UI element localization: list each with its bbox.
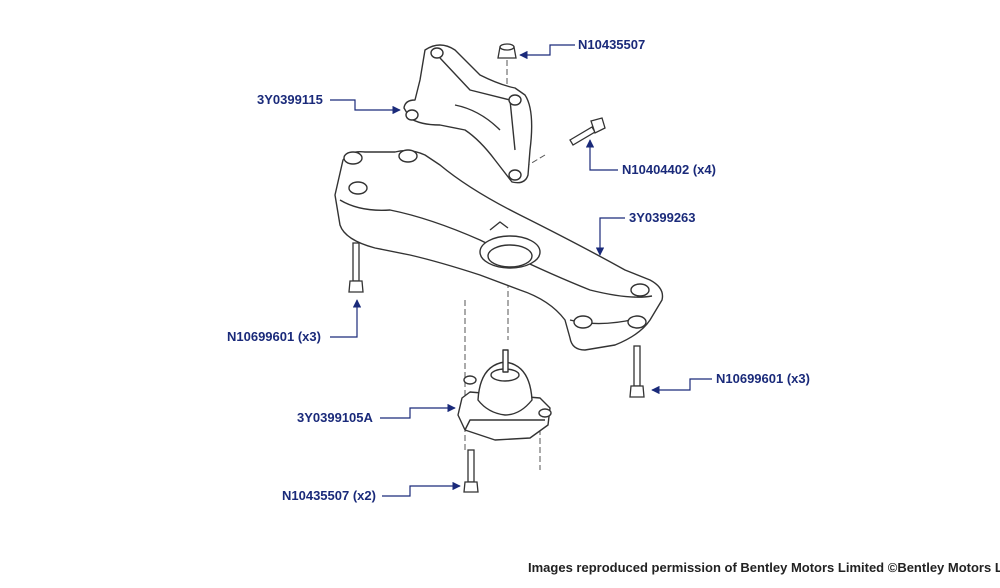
top-nut-part [497, 43, 517, 59]
callout-crossmember[interactable]: 3Y0399263 [629, 210, 696, 225]
callout-top-nut[interactable]: N10435507 [578, 37, 646, 52]
callout-bracket-bolt[interactable]: N10404402 (x4) [622, 162, 716, 177]
callout-bracket[interactable]: 3Y0399115 [257, 92, 323, 107]
left-bolt-part [348, 242, 364, 293]
bottom-bolt-part [463, 449, 479, 493]
callout-right-bolt[interactable]: N10699601 (x3) [716, 371, 810, 386]
crossmember-part [334, 149, 664, 351]
leader-lines [330, 44, 712, 497]
copyright-credit: Images reproduced permission of Bentley … [528, 560, 1000, 575]
engine-mount-part [457, 349, 552, 441]
bracket-bolt-part [569, 117, 606, 146]
callout-left-bolt[interactable]: N10699601 (x3) [227, 329, 321, 344]
bracket-part [403, 44, 533, 184]
callout-mount[interactable]: 3Y0399105A [297, 410, 373, 425]
right-bolt-part [629, 345, 645, 398]
callout-bottom-bolt[interactable]: N10435507 (x2) [282, 488, 376, 503]
